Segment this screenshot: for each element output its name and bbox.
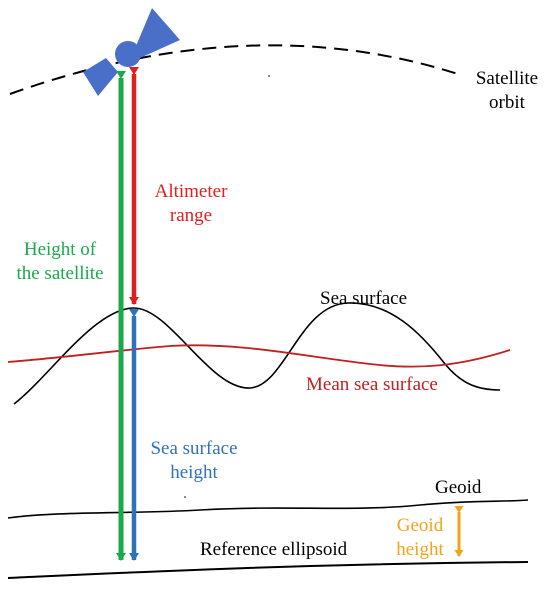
altimeter-range-label: Altimeter range [154,181,228,226]
geoid-label: Geoid [435,477,482,498]
speck-dot [268,75,270,77]
reference-ellipsoid-label: Reference ellipsoid [200,539,348,560]
reference-ellipsoid-curve [7,561,529,579]
satellite-orbit-curve [9,44,459,95]
speck-dot [184,496,186,498]
satellite-orbit-label: Satellite orbit [475,68,539,113]
sea-surface-label: Sea surface [320,288,408,309]
geoid-height-label: Geoid height [396,515,444,560]
satellite-icon [83,8,180,96]
geoid-curve [7,499,529,519]
sea-surface-height-label: Sea surface height [150,438,238,483]
mean-sea-surface-curve [7,344,511,368]
mean-sea-surface-label: Mean sea surface [306,374,438,395]
height-of-satellite-label: Height of the satellite [16,239,104,284]
